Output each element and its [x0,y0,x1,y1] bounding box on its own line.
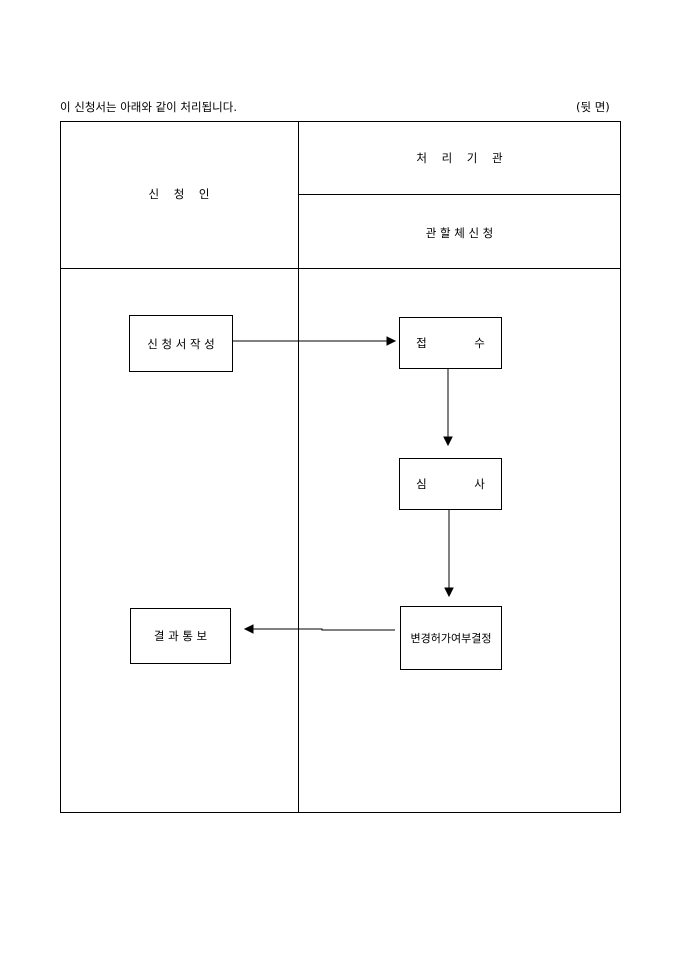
arrowhead-icon [386,336,397,346]
column-divider [298,121,299,813]
header-divider [60,268,621,269]
page-side-label: (뒷 면) [576,100,610,114]
step-receive: 접 수 [399,317,502,369]
arrowhead-icon [444,587,454,598]
step-review: 심 사 [399,458,502,510]
step-notify-result: 결 과 통 보 [130,608,231,664]
agency-header-divider [298,194,621,195]
intro-text: 이 신청서는 아래와 같이 처리됩니다. [60,100,237,114]
arrowhead-icon [443,436,453,447]
step-decision: 변경허가여부결정 [400,606,502,670]
arrowhead-icon [243,624,254,634]
process-table [60,121,621,813]
arrow-decision-to-notify [252,628,395,631]
applicant-header: 신 청 인 [148,187,210,201]
agency-header: 처 리 기 관 [416,151,503,165]
agency-subheader: 관 할 체 신 청 [425,226,494,240]
step-write-application: 신 청 서 작 성 [129,315,233,372]
